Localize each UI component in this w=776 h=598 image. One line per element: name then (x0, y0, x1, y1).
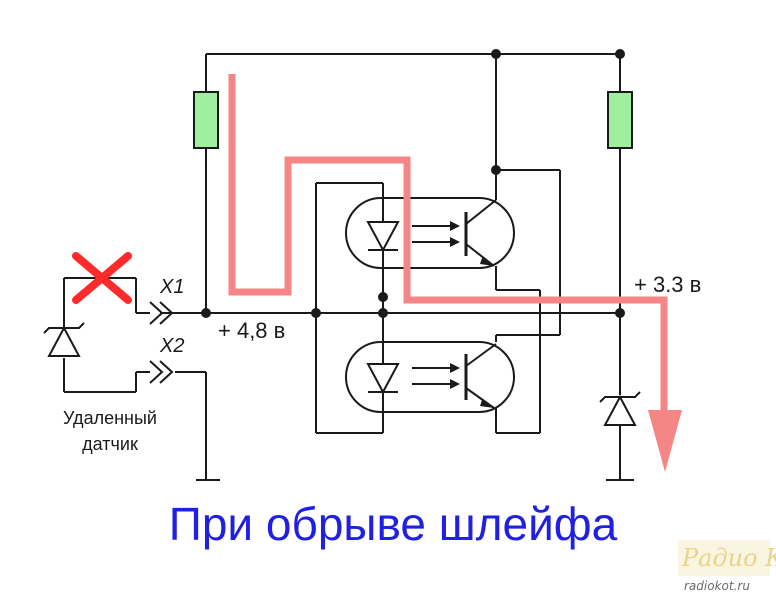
break-x-mark (72, 252, 132, 304)
watermark-logo-text: Радио КОТ (681, 544, 776, 572)
optocoupler-top (345, 197, 515, 269)
current-path-highlight (228, 74, 682, 472)
voltage-label-left: + 4,8 в (218, 318, 285, 343)
remote-sensor-diode (43, 322, 85, 357)
resistor-right (607, 91, 633, 149)
zener-diode-right (599, 391, 641, 426)
label-x1: X1 (159, 276, 184, 298)
junction-dots (201, 49, 625, 318)
sensor-label-line2: датчик (82, 434, 138, 454)
sensor-label-line1: Удаленный (63, 408, 157, 428)
current-path-arrowhead (648, 410, 682, 472)
optocoupler-bottom (345, 341, 515, 413)
watermark-url: radiokot.ru (684, 579, 750, 593)
label-x2: X2 (159, 335, 184, 357)
voltage-label-right: + 3.3 в (634, 272, 701, 297)
watermark-logo: Радио КОТ radiokot.ru (678, 540, 776, 593)
diagram-caption: При обрыве шлейфа (169, 498, 618, 550)
connector-x1 (149, 301, 186, 325)
connector-x2 (149, 360, 174, 384)
resistor-left (193, 91, 219, 149)
